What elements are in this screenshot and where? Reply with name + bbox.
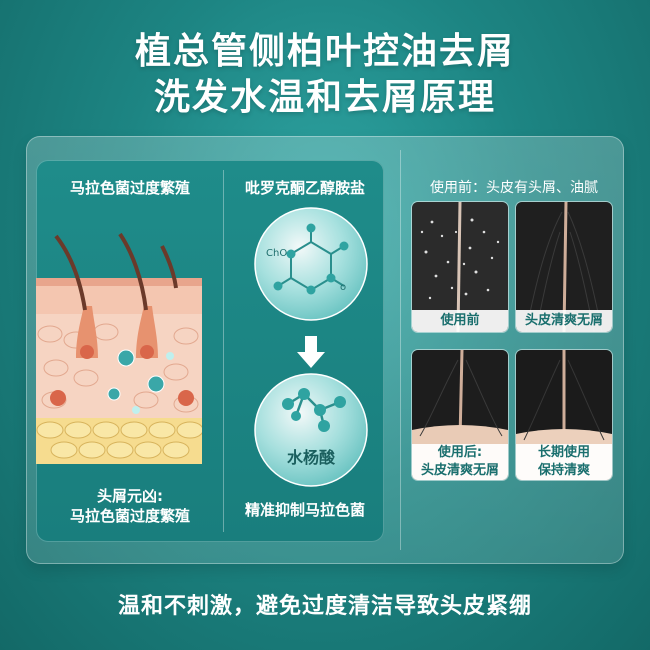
photo-after: 使用后: 头皮清爽无屑 xyxy=(412,350,508,480)
footer-tagline: 温和不刺激，避免过度清洁导致头皮紧绷 xyxy=(117,594,532,619)
dandruff-cause-line-1: 头屑元凶: xyxy=(97,487,163,505)
photo-before-caption: 使用前 xyxy=(412,310,508,332)
photo-clean: 头皮清爽无屑 xyxy=(516,202,612,332)
photo-clean-caption: 头皮清爽无屑 xyxy=(516,310,612,332)
dandruff-cause-line-2: 马拉色菌过度繁殖 xyxy=(69,507,190,525)
section-divider xyxy=(400,150,401,550)
inhibit-label: 精准抑制马拉色菌 xyxy=(244,501,365,519)
photo-long-term-caption: 长期使用 保持清爽 xyxy=(516,444,612,480)
photo-after-caption-line-1: 使用后: xyxy=(437,445,483,460)
malassezia-label: 马拉色菌过度繁殖 xyxy=(69,179,190,197)
photo-before: 使用前 xyxy=(412,202,508,332)
molecule-text: ChO xyxy=(266,248,287,259)
photo-long-term-caption-line-1: 长期使用 xyxy=(537,445,590,460)
before-header: 使用前：头皮有头屑、油腻 xyxy=(430,180,598,196)
photo-after-caption: 使用后: 头皮清爽无屑 xyxy=(412,444,508,480)
headline-line-2: 洗发水温和去屑原理 xyxy=(153,77,496,118)
photo-long-term-caption-line-2: 保持清爽 xyxy=(537,463,590,478)
molecule-atom-text: o xyxy=(340,282,346,293)
photo-long-term: 长期使用 保持清爽 xyxy=(516,350,612,480)
skin-layers-illustration xyxy=(36,232,202,464)
molecule-illustration: ChO o xyxy=(254,207,368,487)
panel-divider xyxy=(223,170,224,532)
headline-line-1: 植总管侧柏叶控油去屑 xyxy=(134,31,515,72)
photo-after-caption-line-2: 头皮清爽无屑 xyxy=(420,463,499,478)
piroctone-label: 吡罗克酮乙醇胺盐 xyxy=(244,179,365,197)
salicylic-acid-label: 水杨酸 xyxy=(286,448,335,467)
dandruff-cause-label: 头屑元凶: 马拉色菌过度繁殖 xyxy=(40,486,220,526)
